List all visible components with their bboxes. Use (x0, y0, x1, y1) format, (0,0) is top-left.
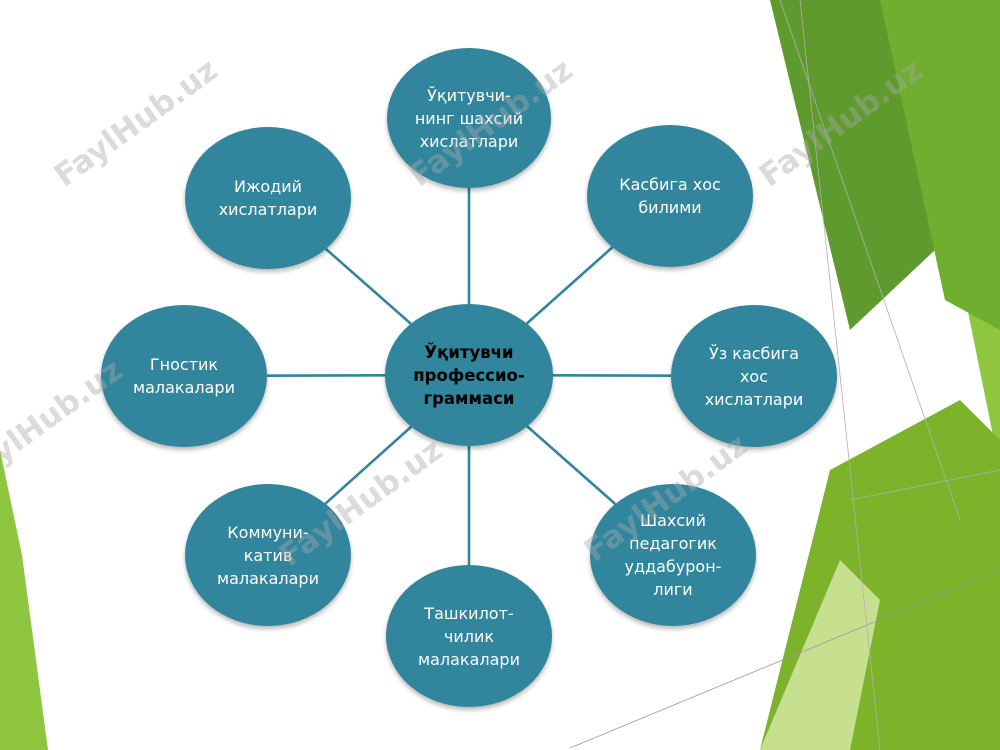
thin-decor-line-2 (799, 0, 881, 750)
connector-top-left (324, 247, 412, 325)
connector-bottom-left (324, 425, 413, 505)
node-top: Ўқитувчи- нинг шахсий хислатлари (387, 48, 551, 188)
node-bottom-left: Коммуни- катив малакалари (185, 484, 351, 626)
node-center-label: Ўқитувчи профессио- граммаси (413, 342, 525, 408)
node-top-right: Касбига хос билими (587, 125, 753, 267)
node-bottom: Ташкилот- чилик малакалари (386, 565, 552, 707)
green-shape-dark-top (770, 0, 935, 330)
node-bottom-right: Шахсий педагогик уддабурон- лиги (590, 484, 756, 626)
node-right-label: Ўз касбига хос хислатлари (704, 343, 804, 409)
node-top-left: Ижодий хислатлари (185, 127, 351, 269)
node-right: Ўз касбига хос хислатлари (671, 305, 837, 447)
connector-bottom-right (526, 425, 617, 505)
node-bottom-left-label: Коммуни- катив малакалари (217, 522, 319, 588)
node-top-left-label: Ижодий хислатлари (218, 177, 318, 219)
node-center: Ўқитувчи профессио- граммаси (385, 304, 553, 446)
node-bottom-label: Ташкилот- чилик малакалари (418, 603, 520, 669)
green-shape-left (0, 450, 48, 750)
thin-decor-line-4 (849, 469, 1000, 501)
green-shape-pale-bottom (760, 560, 880, 750)
thin-decor-line-3 (779, 0, 961, 521)
node-top-right-label: Касбига хос билими (619, 175, 721, 217)
node-bottom-right-label: Шахсий педагогик уддабурон- лиги (624, 511, 722, 599)
node-left-label: Гностик малакалари (133, 355, 235, 397)
green-shape-mid-right (880, 0, 1000, 330)
node-top-label: Ўқитувчи- нинг шахсий хислатлари (414, 85, 524, 151)
node-left: Гностик малакалари (101, 305, 267, 447)
thin-decor-line-1 (569, 569, 1000, 749)
connector-top-right (525, 246, 614, 325)
